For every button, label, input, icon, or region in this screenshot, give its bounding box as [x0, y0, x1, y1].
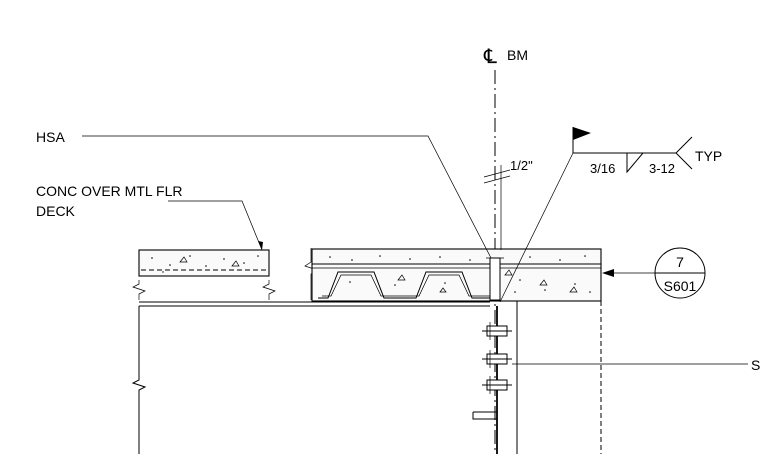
deck-leader: [168, 200, 263, 251]
deck-label-line2: DECK: [36, 203, 76, 219]
hsa-label: HSA: [36, 129, 65, 145]
shear-stud: [489, 257, 501, 301]
section-sheet: S601: [664, 278, 697, 294]
beam-left-edge: [131, 306, 147, 454]
deck-leader-arrow: [258, 241, 263, 250]
concrete-stipple: [151, 255, 591, 293]
centerline-label: BM: [507, 47, 528, 63]
metal-deck-profile: [318, 271, 490, 299]
fillet-weld-icon: [626, 152, 644, 174]
offset-label: 1/2": [510, 158, 533, 173]
bolt-2: [482, 350, 512, 368]
offset-tick: [483, 169, 511, 178]
left-slab-break: [132, 280, 146, 300]
metal-deck-profile-inner: [322, 274, 490, 297]
weld-arrow-leader: [499, 152, 574, 303]
centerline-symbol: ℄: [483, 46, 497, 68]
right-slab-break: [304, 248, 318, 300]
weld-typ: TYP: [695, 148, 722, 164]
section-number: 7: [676, 254, 684, 270]
left-slab-break-right: [262, 280, 276, 300]
right-edge-label: S: [751, 357, 760, 373]
bolt-3: [482, 376, 512, 394]
weld-length: 3-12: [649, 161, 675, 176]
seat-angle: [472, 411, 497, 420]
hsa-leader: [82, 135, 492, 259]
section-arrow-icon: [602, 269, 614, 277]
weld-size: 3/16: [590, 161, 615, 176]
deck-label-line1: CONC OVER MTL FLR: [36, 183, 183, 199]
bolt-1: [482, 322, 512, 340]
bolt-group: [482, 322, 512, 394]
left-slab: [138, 249, 270, 277]
weld-tail: [675, 136, 693, 170]
field-weld-flag-icon: [573, 127, 591, 140]
offset-tick-2: [483, 175, 511, 184]
